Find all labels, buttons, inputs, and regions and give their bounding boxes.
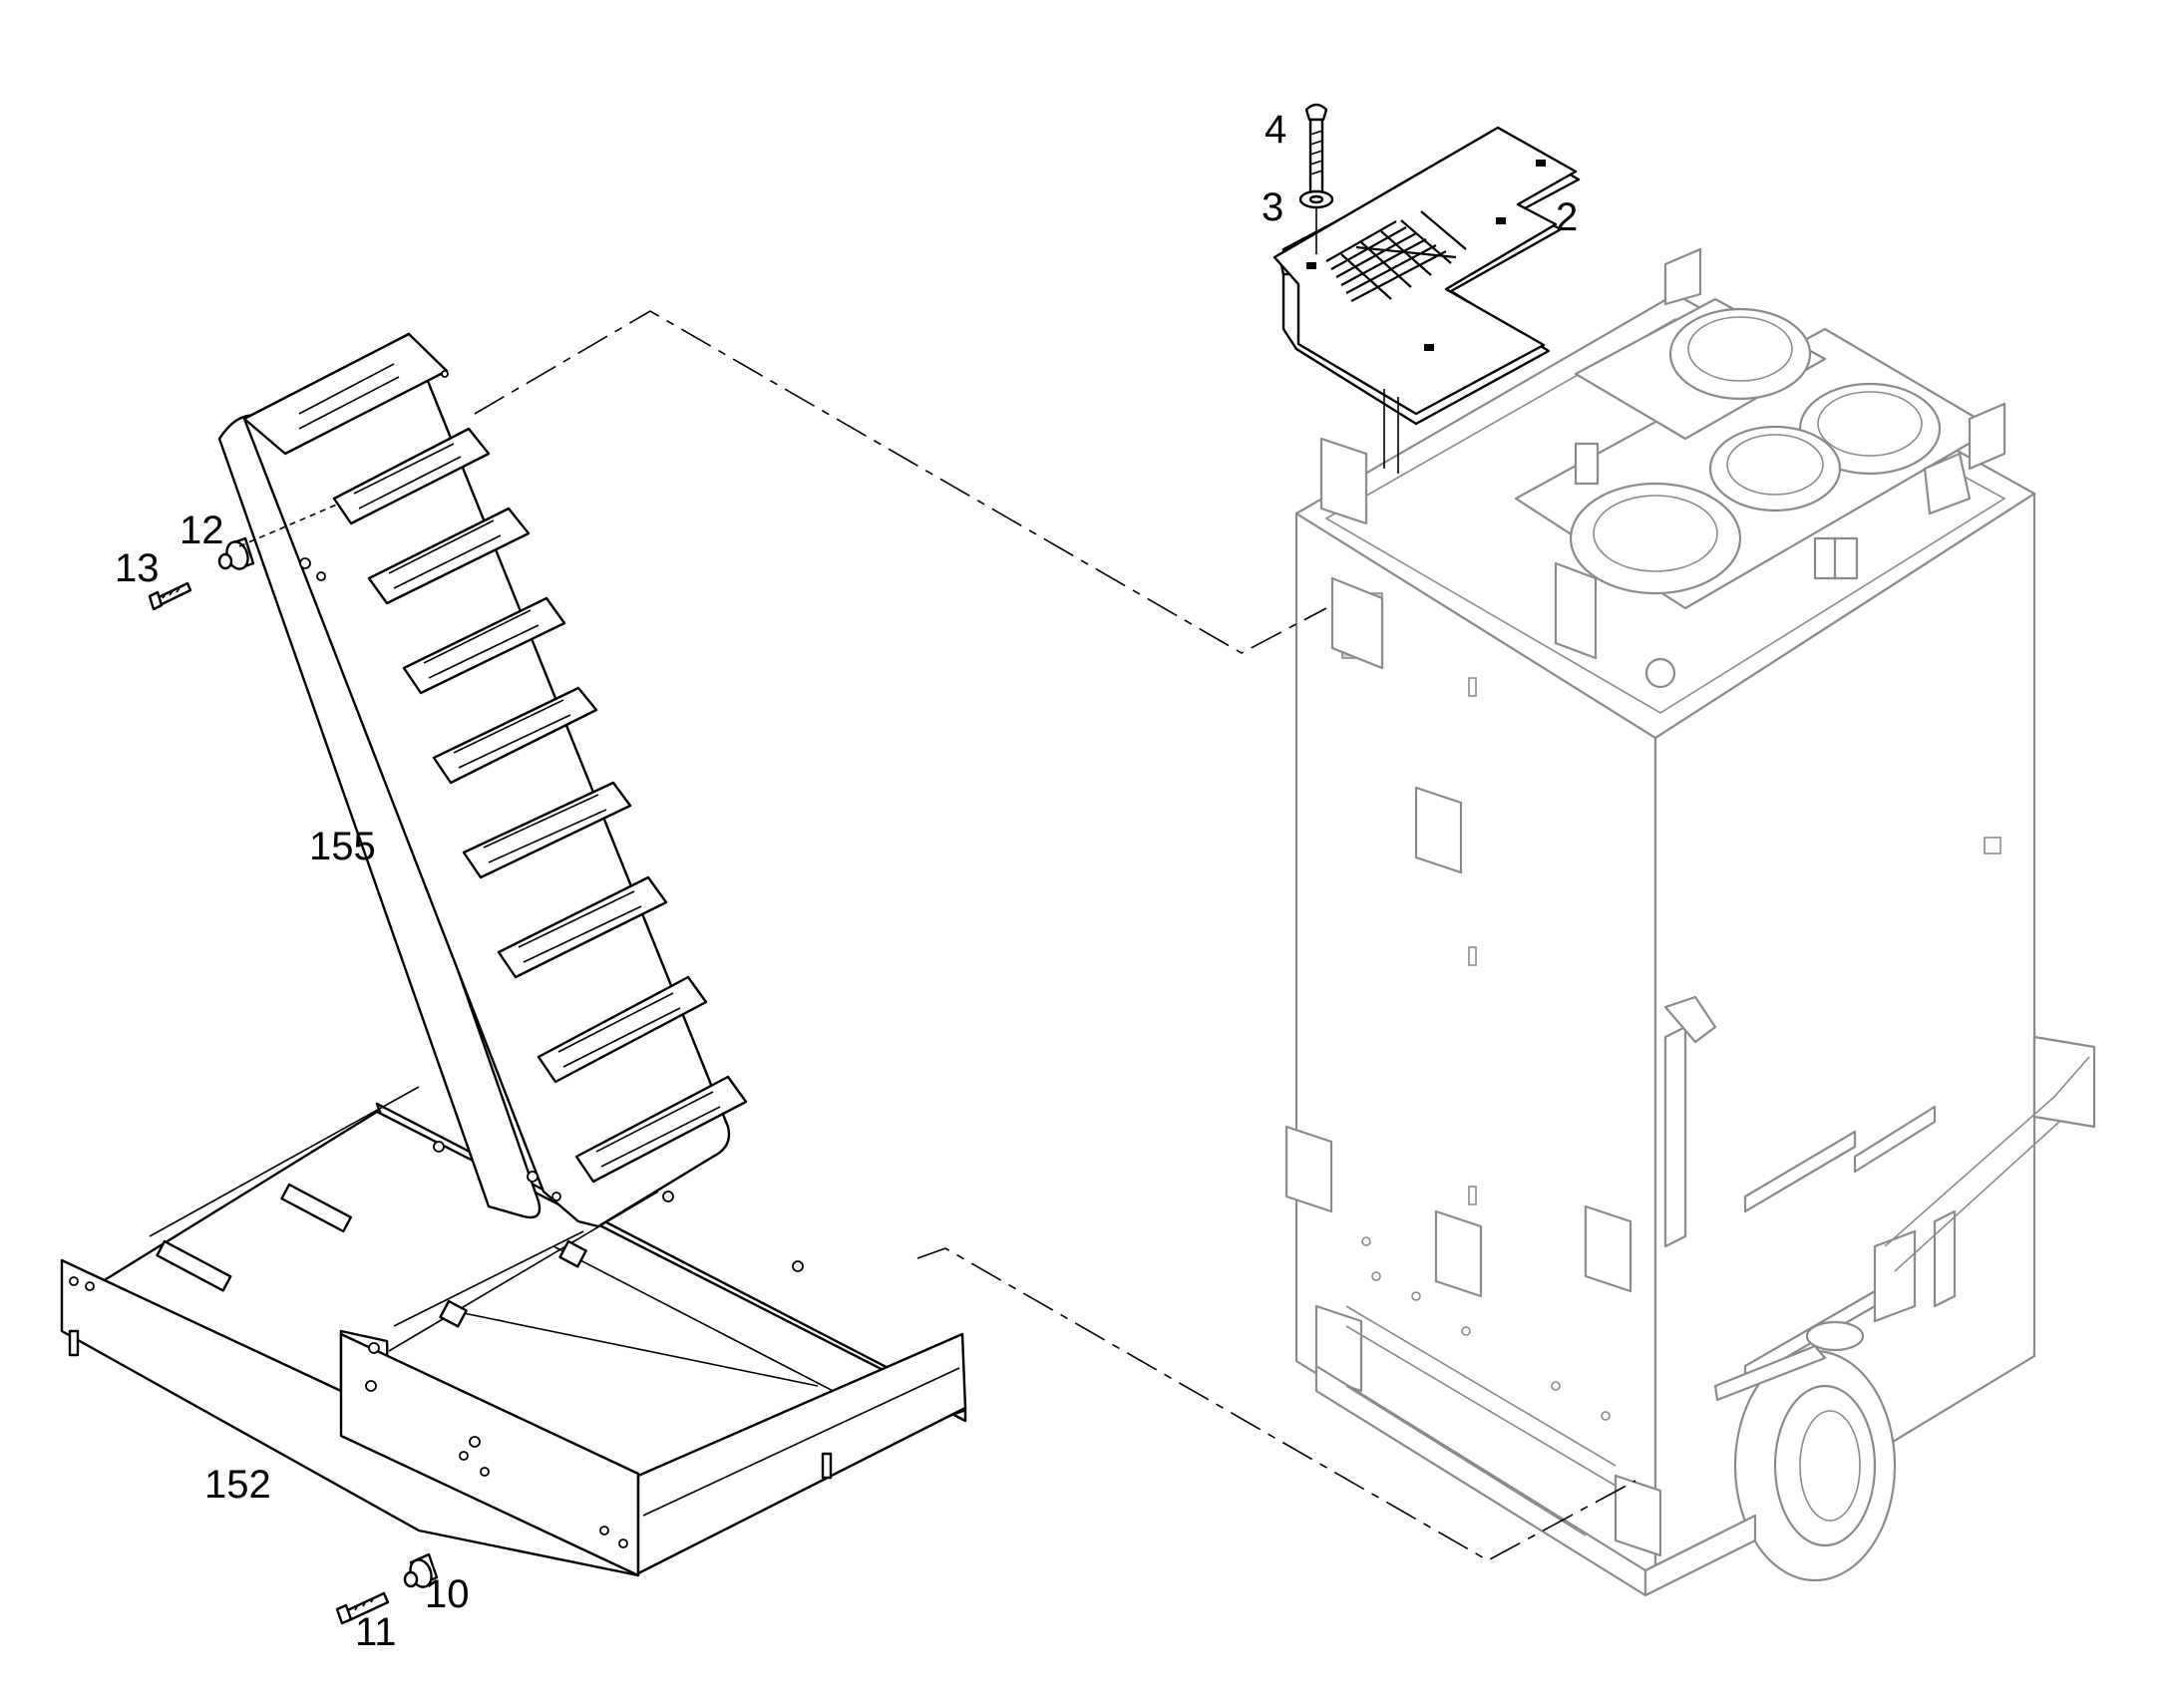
staircase-155 — [217, 332, 748, 1228]
manhole-cover-4 — [1708, 425, 1842, 512]
callout-152: 152 — [204, 1463, 271, 1507]
callout-13: 13 — [115, 546, 160, 590]
leader-line-platform-to-tank — [916, 1247, 1636, 1561]
mounting-pad-lower — [1434, 1209, 1483, 1298]
manhole-cover-1 — [1668, 307, 1812, 401]
bolt-11 — [335, 1591, 390, 1625]
platform-right-plate — [636, 1332, 967, 1575]
callout-4: 4 — [1265, 108, 1286, 152]
grating-step-2 — [1272, 126, 1581, 474]
platform-front-plate — [339, 1332, 640, 1577]
callout-3: 3 — [1262, 185, 1283, 229]
bolt-13 — [148, 581, 192, 611]
stair-steps — [242, 332, 748, 1184]
callout-12: 12 — [180, 509, 224, 552]
grating-mesh — [1325, 210, 1467, 302]
callout-11: 11 — [355, 1610, 397, 1654]
tank-assembly — [1284, 247, 2096, 1597]
manhole-cover-3 — [1569, 482, 1742, 595]
spacer-10 — [403, 1552, 439, 1588]
washer-3 — [1298, 189, 1334, 254]
leader-line-stair-to-tank — [474, 310, 1327, 654]
spacer-12 — [217, 536, 255, 570]
callout-155: 155 — [309, 825, 376, 868]
bolt-4 — [1304, 103, 1328, 196]
callout-10: 10 — [425, 1572, 470, 1616]
stair-right-stringer — [242, 332, 731, 1228]
callout-2: 2 — [1556, 195, 1578, 239]
